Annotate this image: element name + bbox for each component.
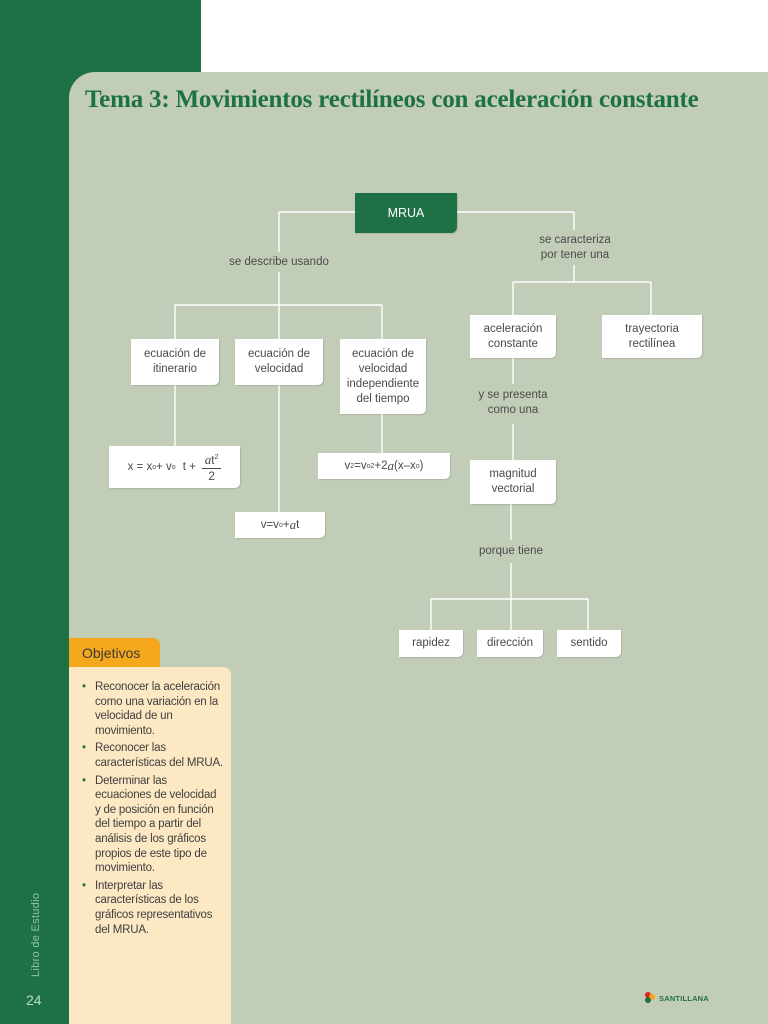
- objetivo-text: Determinar las ecuaciones de velocidad y…: [95, 774, 217, 875]
- libro-de-estudio-label: Libro de Estudio: [30, 892, 42, 977]
- formula-it-sub2: o: [171, 463, 176, 471]
- page-number: 24: [26, 992, 42, 1008]
- objetivos-tab: Objetivos: [69, 638, 160, 667]
- formula-it-num-t: t: [211, 454, 215, 467]
- page-title: Tema 3: Movimientos rectilíneos con acel…: [85, 86, 699, 113]
- node-aceleracion-label: aceleración constante: [483, 322, 543, 350]
- objetivos-box: [69, 667, 231, 1024]
- formula-vel-b: +: [282, 519, 290, 531]
- objetivo-text: Reconocer las características del MRUA.: [95, 742, 223, 769]
- node-aceleracion-constante: aceleración constante: [470, 315, 556, 358]
- bullet-icon: •: [82, 742, 86, 755]
- node-rapidez-label: rapidez: [412, 637, 450, 649]
- node-trayectoria-rectilinea: trayectoria rectilínea: [602, 315, 702, 358]
- formula-ind-c: +2: [374, 460, 388, 472]
- node-rapidez: rapidez: [399, 630, 463, 657]
- formula-ind-e: ): [419, 460, 424, 472]
- node-ecuacion-itinerario-label: ecuación de itinerario: [143, 348, 207, 375]
- santillana-logo: SANTILLANA: [643, 991, 709, 1005]
- formula-vel-a-sub: o: [278, 521, 283, 529]
- objetivo-item: • Determinar las ecuaciones de velocidad …: [82, 774, 224, 876]
- node-sentido-label: sentido: [570, 637, 608, 649]
- node-direccion-label: dirección: [486, 637, 534, 649]
- formula-vel-b-i: a: [289, 517, 297, 532]
- formula-ind-b: =v: [354, 460, 367, 472]
- bullet-icon: •: [82, 879, 86, 892]
- formula-ind-d: (x–x: [394, 460, 416, 472]
- link-se-describe-usando: se describe usando: [229, 256, 329, 268]
- formula-ind-a: v: [344, 460, 351, 472]
- node-magnitud-label: magnitud vectorial: [489, 468, 537, 495]
- formula-ind-b-sub: o: [366, 462, 371, 470]
- node-ecuacion-velocidad-label: ecuación de velocidad: [247, 348, 311, 375]
- node-sentido: sentido: [557, 630, 621, 657]
- node-ecuacion-independiente-label: ecuación de velocidad independiente del …: [346, 347, 420, 405]
- formula-ind-b-sup: 2: [370, 462, 375, 470]
- link-y-se-presenta: y se presenta como una: [478, 389, 548, 416]
- formula-it-denominator: 2: [208, 469, 215, 484]
- bullet-icon: •: [82, 774, 86, 787]
- node-direccion: dirección: [477, 630, 543, 657]
- node-ecuacion-velocidad: ecuación de velocidad: [235, 339, 323, 385]
- formula-it-numerator: at2: [201, 450, 222, 470]
- formula-vel-a: v=v: [260, 519, 279, 531]
- formula-it-t: t +: [182, 461, 196, 473]
- formula-it-num-exp: 2: [214, 453, 219, 461]
- link-se-caracteriza: se caracteriza por tener una: [539, 234, 611, 261]
- formula-it-lhs: x = x: [127, 461, 153, 473]
- objetivo-item: • Reconocer las características del MRUA.: [82, 741, 224, 770]
- formula-vel-c: t: [296, 519, 300, 531]
- node-ecuacion-independiente: ecuación de velocidad independiente del …: [340, 339, 426, 414]
- formula-ind-c-i: a: [387, 458, 395, 473]
- node-magnitud-vectorial: magnitud vectorial: [470, 460, 556, 504]
- santillana-logo-icon: [645, 992, 655, 1003]
- objetivo-text: Interpretar las características de los g…: [95, 879, 213, 936]
- bullet-icon: •: [82, 681, 86, 693]
- objetivo-text: Reconocer la aceleración como una variac…: [95, 681, 220, 737]
- objetivo-item: • Reconocer la aceleración como una varia…: [82, 680, 224, 738]
- formula-it-num-a: a: [204, 451, 212, 467]
- santillana-logo-text: SANTILLANA: [659, 993, 709, 1003]
- formula-it-sub1: o: [152, 463, 157, 471]
- formula-it-fraction: at2 2: [201, 450, 222, 485]
- objetivo-item: • Interpretar las características de los …: [82, 879, 224, 937]
- node-trayectoria-label: trayectoria rectilínea: [625, 322, 679, 350]
- node-ecuacion-itinerario: ecuación de itinerario: [131, 339, 219, 385]
- formula-it-mid: + v: [156, 461, 172, 473]
- node-mrua: MRUA: [355, 193, 457, 233]
- formula-ind-a-sup: 2: [350, 462, 355, 470]
- formula-ind-d-sub: o: [415, 462, 420, 470]
- objetivos-list: • Reconocer la aceleración como una varia…: [82, 680, 224, 940]
- node-mrua-label: MRUA: [387, 205, 425, 220]
- link-porque-tiene: porque tiene: [479, 545, 543, 557]
